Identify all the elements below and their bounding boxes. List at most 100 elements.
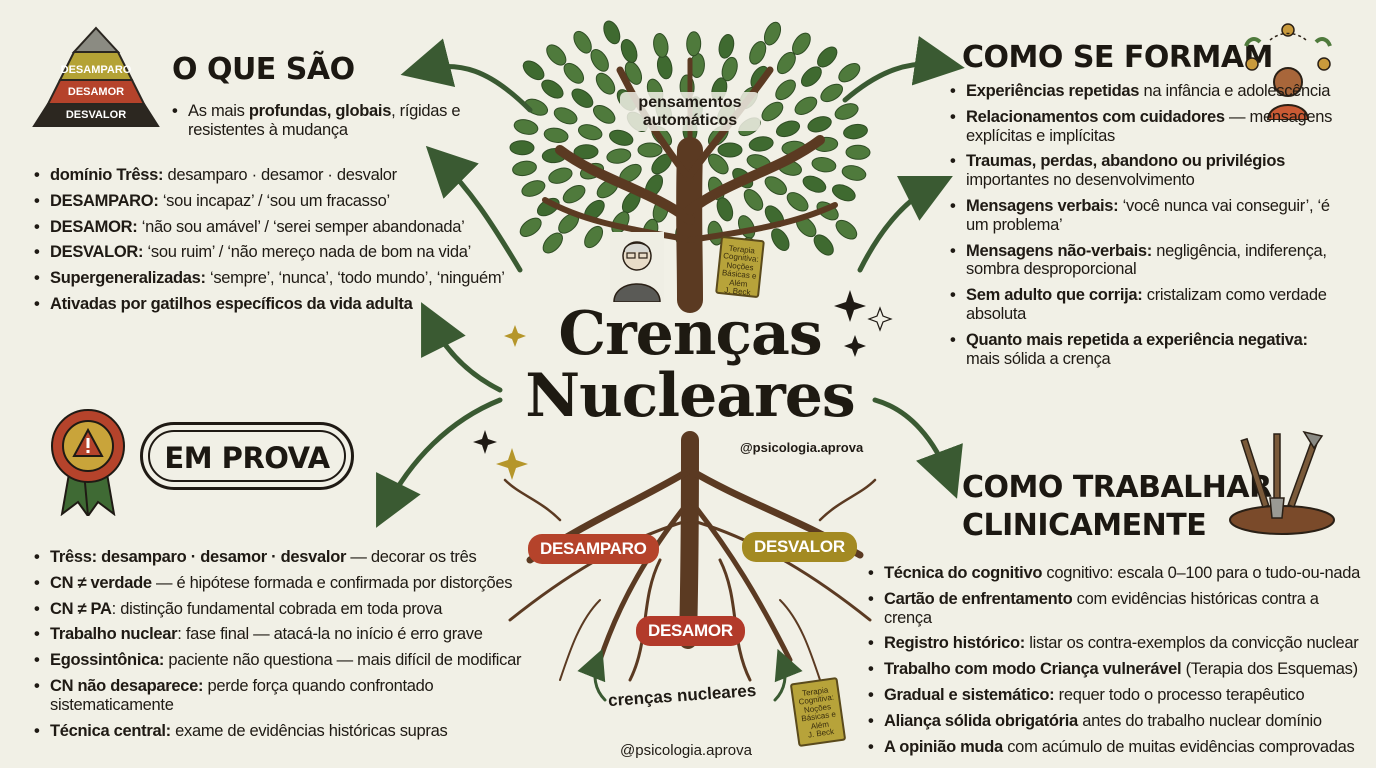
list-item: DESAMPARO: ‘sou incapaz’ / ‘sou um fraca… — [34, 192, 534, 211]
list-item-text: cristalizam como verdade absoluta — [966, 286, 1327, 323]
leaf — [792, 32, 811, 55]
badge-desvalor: DESVALOR — [742, 532, 857, 562]
leaf — [841, 165, 867, 181]
list-item-text: — decorar os três — [346, 548, 477, 566]
sparkle-icon — [496, 325, 528, 480]
list-item-text: ‘não sou amável’ / ‘serei semper abandon… — [137, 217, 465, 236]
list-item-text: : fase final — atacá-la no início é erro… — [177, 625, 483, 644]
mountain-pyramid-icon — [32, 26, 160, 127]
list-item-text: — é hipótese formada e confirmada por di… — [151, 573, 513, 592]
list-item: Traumas, perdas, abandono ou privilégios… — [950, 152, 1340, 190]
leaf — [573, 30, 592, 54]
leaf — [620, 39, 638, 63]
list-item-text: requer todo o processo terapêutico — [1054, 685, 1305, 704]
leaf — [718, 34, 735, 59]
list-item: CN ≠ PA: distinção fundamental cobrada e… — [34, 600, 554, 619]
leaf — [542, 232, 563, 254]
leaf — [835, 219, 858, 240]
list-item-bold: Quanto mais repetida a experiência negat… — [966, 330, 1308, 349]
leaf — [562, 185, 586, 204]
list-item-text: na infância e adolescência — [1139, 82, 1331, 100]
list-item: Quanto mais repetida a experiência negat… — [950, 331, 1340, 369]
list-item: A opinião muda com acúmulo de muitas evi… — [868, 738, 1368, 757]
book-title: Terapia Cognitiva: Noções Básicas e Além — [798, 685, 837, 731]
list-item: Técnica do cognitivo cognitivo: escala 0… — [868, 564, 1368, 583]
list-item: As mais profundas, globais, rígidas e re… — [172, 102, 462, 140]
leaf — [606, 148, 632, 164]
book-title: Terapia Cognitiva: Noções Básicas e Além — [721, 243, 760, 289]
list-item-bold: Sem adulto que corrija: — [966, 286, 1143, 305]
leaf — [717, 142, 743, 158]
leaf — [716, 197, 734, 222]
leaf — [686, 31, 702, 57]
leaf — [771, 228, 790, 251]
leaf — [800, 66, 822, 87]
list-item: DESVALOR: ‘sou ruim’ / ‘não mereço nada … — [34, 243, 534, 262]
como-trabalhar-list: Técnica do cognitivo cognitivo: escala 0… — [868, 564, 1368, 763]
list-item: Egossintônica: paciente não questiona — … — [34, 651, 554, 670]
leaf — [656, 54, 673, 80]
book-icon: Terapia Cognitiva: Noções Básicas e Além… — [715, 235, 765, 299]
list-item-bold: Experiências repetidas — [966, 82, 1140, 100]
leaf — [603, 20, 621, 45]
list-item-text: desamparo · desamor · desvalor — [163, 166, 397, 184]
list-item-text: paciente não questiona — mais difícil de… — [164, 651, 522, 670]
leaf — [802, 175, 827, 193]
list-item-bold: Trabalho com modo Criança vulnerável — [884, 660, 1182, 679]
list-item-bold: Cartão de enfrentamento — [884, 589, 1073, 608]
list-item-text: com evidências históricas contra a crenç… — [884, 589, 1319, 627]
list-item-bold: domínio Trêss: — [50, 166, 164, 184]
leaf — [794, 96, 818, 115]
leaf — [573, 144, 599, 160]
leaf — [584, 225, 604, 249]
list-item-bold: Relacionamentos com cuidadores — [966, 107, 1225, 126]
list-item: Registro histórico: listar os contra-exe… — [868, 634, 1368, 653]
sparkle-icon — [867, 306, 893, 332]
leaf — [775, 120, 801, 138]
list-item-bold: Registro histórico: — [884, 634, 1025, 653]
list-item-bold: DESAMPARO: — [50, 191, 159, 210]
como-trabalhar-title-2: CLINICAMENTE — [962, 508, 1207, 543]
list-item-text: — mensagens explícitas e implícitas — [966, 107, 1333, 145]
list-item: DESAMOR: ‘não sou amável’ / ‘serei sempe… — [34, 218, 534, 237]
leaf — [748, 136, 774, 152]
leaf — [763, 21, 782, 46]
leaf — [553, 107, 578, 125]
em-prova-title: EM PROVA — [164, 441, 330, 475]
list-item-text: com acúmulo de muitas evidências comprov… — [1002, 737, 1355, 756]
em-prova-pill: EM PROVA — [140, 422, 354, 490]
list-item-bold: Aliança sólida obrigatória — [884, 711, 1078, 730]
main-title-line2: Nucleares — [525, 361, 855, 431]
leaf — [541, 79, 564, 99]
list-item: Gradual e sistemático: requer todo o pro… — [868, 686, 1368, 705]
list-item-text: perde força quando confrontado sistemati… — [50, 676, 434, 714]
leaf — [571, 88, 594, 108]
leaf — [707, 153, 729, 175]
leaf — [776, 51, 796, 75]
list-item: Experiências repetidas na infância e ado… — [950, 82, 1340, 101]
list-item-text: cognitivo: escala 0–100 para o tudo-ou-n… — [1042, 564, 1361, 582]
list-item-text: mais sólida a crença — [966, 349, 1111, 368]
list-item: Relacionamentos com cuidadores — mensage… — [950, 108, 1340, 146]
leaf — [820, 83, 844, 103]
portrait-icon — [610, 232, 664, 302]
badge-desamparo: DESAMPARO — [528, 534, 659, 564]
list-item-bold: Técnica do cognitivo — [884, 564, 1043, 582]
sparkle-icon — [473, 290, 866, 454]
list-item-text: listar os contra-exemplos da convicção n… — [1024, 634, 1359, 653]
leaf — [653, 33, 669, 58]
list-item-bold: DESAMOR: — [50, 217, 138, 236]
leaf — [563, 62, 585, 84]
leaf — [590, 49, 609, 72]
list-item-bold: CN ≠ verdade — [50, 573, 152, 592]
list-item: Trêss: desamparo · desamor · desvalor — … — [34, 548, 554, 567]
list-item-text: ‘você nunca vai conseguir’, ‘é um proble… — [966, 196, 1330, 234]
pyramid-label-desamor: DESAMOR — [67, 86, 125, 98]
pyramid-label-desamparo: DESAMPARO — [60, 64, 132, 76]
tree-roots — [503, 431, 877, 682]
leaf — [513, 119, 539, 135]
leaf — [764, 176, 787, 195]
leaf — [609, 129, 634, 146]
list-item: domínio Trêss: desamparo · desamor · des… — [34, 166, 534, 185]
